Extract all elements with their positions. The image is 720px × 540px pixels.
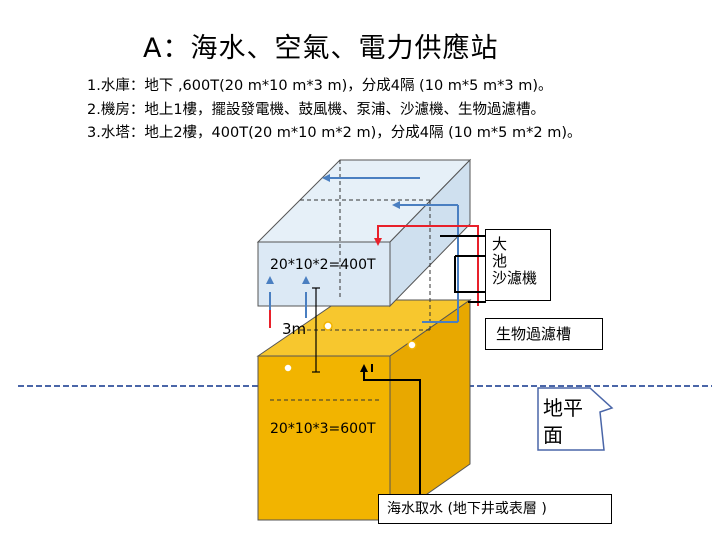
ground-level-callout: 地平 面 (543, 395, 583, 449)
red-arrowhead (374, 238, 382, 246)
height-label: 3m (282, 320, 307, 338)
upper-tank-label: 20*10*2=400T (270, 257, 376, 273)
callout-line2: 面 (543, 423, 563, 447)
pool-label-line3: 沙濾機 (492, 269, 538, 287)
page-title: A：海水、空氣、電力供應站 (143, 33, 499, 64)
blue-pipes (269, 177, 459, 323)
black-pipes (363, 235, 486, 494)
upper-tank-front (257, 241, 391, 307)
air-bubbles (283, 321, 417, 373)
blue-arrowheads (266, 174, 400, 284)
partition-lines (270, 160, 431, 401)
spec-water-tower: 3.水塔：地上2樓，400T(20 m*10 m*2 m)，分成4隔 (10 m… (87, 125, 582, 141)
seawater-intake-box: 海水取水 (地下井或表層 ) (378, 494, 612, 524)
spec-machine-room: 2.機房：地上1樓，擺設發電機、鼓風機、泵浦、沙濾機、生物過濾槽。 (87, 102, 546, 118)
pool-label-line2: 池 (492, 252, 508, 270)
spec-reservoir: 1.水庫：地下 ,600T(20 m*10 m*3 m)，分成4隔 (10 m*… (87, 78, 553, 94)
pool-label-line1: 大 (492, 235, 508, 253)
biofilter-box: 生物過濾槽 (485, 318, 603, 350)
height-dimension (312, 287, 320, 373)
pool-sand-filter-box: 大 池 沙濾機 (485, 229, 551, 301)
lower-tank-front (257, 355, 391, 521)
lower-tank-label: 20*10*3=600T (270, 421, 376, 437)
callout-line1: 地平 (543, 396, 583, 420)
red-pipes (269, 225, 479, 328)
ground-callout (537, 387, 614, 451)
